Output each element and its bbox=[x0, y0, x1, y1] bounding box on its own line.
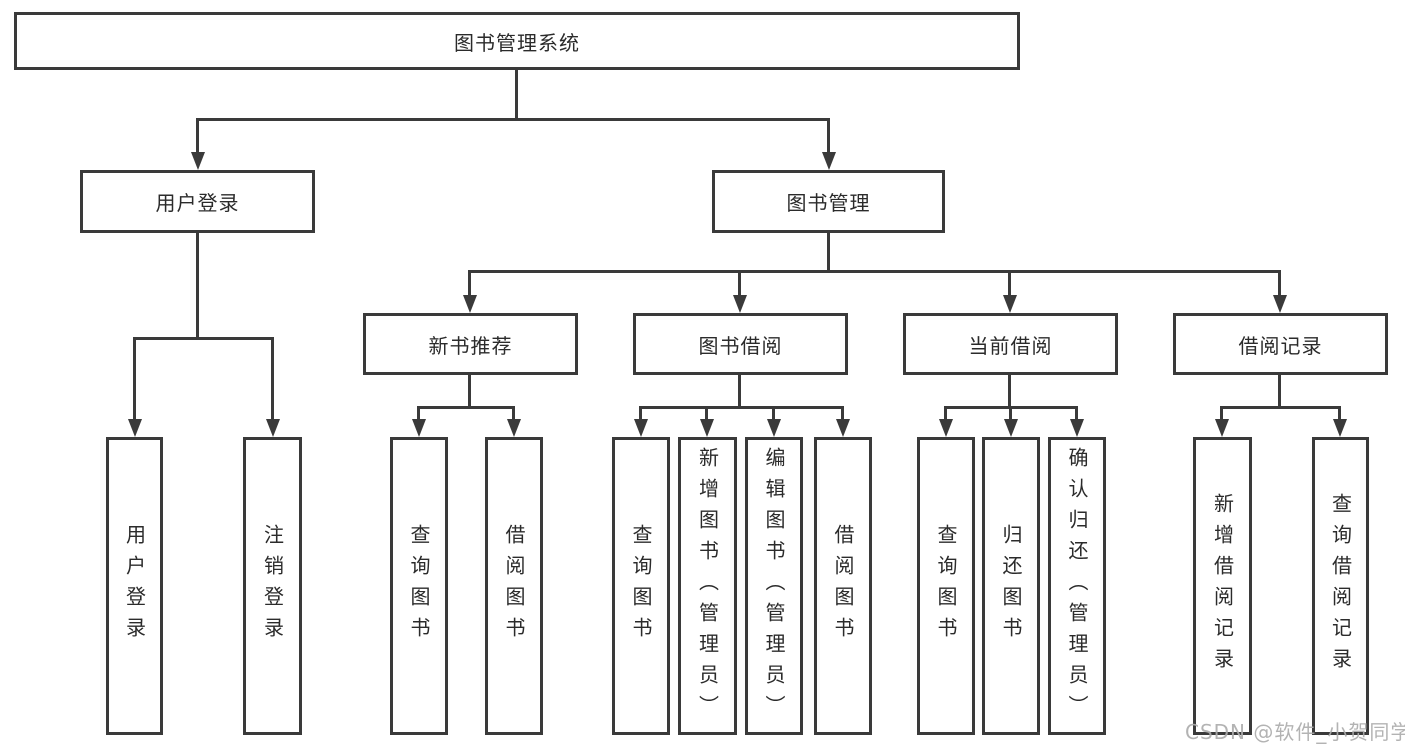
arrow-stem bbox=[841, 406, 844, 421]
arrow-down-icon bbox=[463, 295, 477, 313]
arrow-stem bbox=[1008, 270, 1011, 297]
leaf-edit-book-admin-label: 编辑图书（管理员） bbox=[762, 446, 786, 726]
leaf-query-books-current: 查询图书 bbox=[917, 437, 975, 735]
edge-user-login-drop bbox=[196, 233, 199, 337]
node-root-label: 图书管理系统 bbox=[454, 30, 580, 55]
leaf-user-login: 用户登录 bbox=[106, 437, 163, 735]
arrow-stem bbox=[417, 406, 420, 421]
arrow-stem bbox=[738, 270, 741, 297]
leaf-query-borrow-record-label: 查询借阅记录 bbox=[1328, 493, 1353, 679]
arrow-down-icon bbox=[767, 419, 781, 437]
leaf-logout: 注销登录 bbox=[243, 437, 302, 735]
arrow-down-icon bbox=[939, 419, 953, 437]
arrow-stem bbox=[1220, 406, 1223, 421]
edge-book-mgmt-drop bbox=[827, 233, 830, 270]
arrow-stem bbox=[512, 406, 515, 421]
edge-new-rec-drop bbox=[468, 375, 471, 406]
arrow-down-icon bbox=[507, 419, 521, 437]
arrow-down-icon bbox=[1273, 295, 1287, 313]
arrow-stem bbox=[944, 406, 947, 421]
arrow-stem bbox=[1338, 406, 1341, 421]
leaf-return-books-label: 归还图书 bbox=[999, 524, 1023, 648]
node-root: 图书管理系统 bbox=[14, 12, 1020, 70]
node-book-management: 图书管理 bbox=[712, 170, 945, 233]
arrow-stem bbox=[705, 406, 708, 421]
edge-root-drop bbox=[515, 70, 518, 118]
leaf-confirm-return-admin: 确认归还（管理员） bbox=[1048, 437, 1106, 735]
arrow-stem bbox=[271, 337, 274, 421]
edge-records-bus bbox=[1220, 406, 1341, 409]
arrow-stem bbox=[1009, 406, 1012, 421]
leaf-query-books-borrow: 查询图书 bbox=[612, 437, 670, 735]
node-user-login: 用户登录 bbox=[80, 170, 315, 233]
leaf-borrow-books-label: 借阅图书 bbox=[831, 524, 855, 648]
edge-records-drop bbox=[1278, 375, 1281, 406]
edge-current-drop bbox=[1008, 375, 1011, 406]
arrow-stem bbox=[133, 337, 136, 421]
arrow-stem bbox=[468, 270, 471, 297]
edge-borrow-bus bbox=[639, 406, 844, 409]
leaf-user-login-label: 用户登录 bbox=[122, 524, 147, 648]
edge-new-rec-bus bbox=[417, 406, 515, 409]
arrow-stem bbox=[827, 118, 830, 153]
leaf-borrow-books: 借阅图书 bbox=[814, 437, 872, 735]
node-borrow-records-label: 借阅记录 bbox=[1238, 333, 1323, 358]
leaf-query-borrow-record: 查询借阅记录 bbox=[1312, 437, 1369, 735]
node-book-borrow: 图书借阅 bbox=[633, 313, 848, 375]
leaf-add-borrow-record: 新增借阅记录 bbox=[1193, 437, 1252, 735]
arrow-down-icon bbox=[733, 295, 747, 313]
arrow-stem bbox=[196, 118, 199, 153]
edge-borrow-drop bbox=[738, 375, 741, 406]
node-user-login-label: 用户登录 bbox=[155, 191, 240, 215]
leaf-return-books: 归还图书 bbox=[982, 437, 1040, 735]
leaf-add-book-admin-label: 新增图书（管理员） bbox=[695, 446, 720, 726]
leaf-borrow-books-recommend: 借阅图书 bbox=[485, 437, 543, 735]
leaf-query-books-current-label: 查询图书 bbox=[934, 524, 958, 648]
arrow-down-icon bbox=[1333, 419, 1347, 437]
arrow-down-icon bbox=[1070, 419, 1084, 437]
leaf-add-borrow-record-label: 新增借阅记录 bbox=[1210, 493, 1235, 679]
arrow-stem bbox=[1278, 270, 1281, 297]
edge-user-login-bus bbox=[133, 337, 274, 340]
arrow-down-icon bbox=[1004, 419, 1018, 437]
leaf-query-books-borrow-label: 查询图书 bbox=[629, 524, 653, 648]
arrow-down-icon bbox=[836, 419, 850, 437]
node-new-book-recommend-label: 新书推荐 bbox=[428, 333, 513, 358]
leaf-query-books-recommend: 查询图书 bbox=[390, 437, 448, 735]
edge-book-mgmt-bus bbox=[468, 270, 1281, 273]
leaf-add-book-admin: 新增图书（管理员） bbox=[678, 437, 737, 735]
arrow-down-icon bbox=[822, 152, 836, 170]
arrow-down-icon bbox=[412, 419, 426, 437]
arrow-down-icon bbox=[128, 419, 142, 437]
csdn-watermark: CSDN @软件_小贺同学 bbox=[1185, 720, 1405, 744]
node-book-borrow-label: 图书借阅 bbox=[698, 333, 783, 358]
leaf-edit-book-admin: 编辑图书（管理员） bbox=[745, 437, 803, 735]
leaf-logout-label: 注销登录 bbox=[260, 524, 285, 648]
arrow-down-icon bbox=[1003, 295, 1017, 313]
edge-level1-bus bbox=[196, 118, 830, 121]
arrow-down-icon bbox=[266, 419, 280, 437]
leaf-confirm-return-admin-label: 确认归还（管理员） bbox=[1065, 446, 1089, 726]
leaf-query-books-recommend-label: 查询图书 bbox=[407, 524, 431, 648]
arrow-down-icon bbox=[634, 419, 648, 437]
node-borrow-records: 借阅记录 bbox=[1173, 313, 1388, 375]
arrow-stem bbox=[1075, 406, 1078, 421]
node-book-management-label: 图书管理 bbox=[786, 191, 871, 215]
node-current-borrow-label: 当前借阅 bbox=[968, 333, 1053, 358]
arrow-stem bbox=[639, 406, 642, 421]
node-current-borrow: 当前借阅 bbox=[903, 313, 1118, 375]
arrow-stem bbox=[772, 406, 775, 421]
node-new-book-recommend: 新书推荐 bbox=[363, 313, 578, 375]
arrow-down-icon bbox=[191, 152, 205, 170]
arrow-down-icon bbox=[700, 419, 714, 437]
leaf-borrow-books-recommend-label: 借阅图书 bbox=[502, 524, 526, 648]
arrow-down-icon bbox=[1215, 419, 1229, 437]
